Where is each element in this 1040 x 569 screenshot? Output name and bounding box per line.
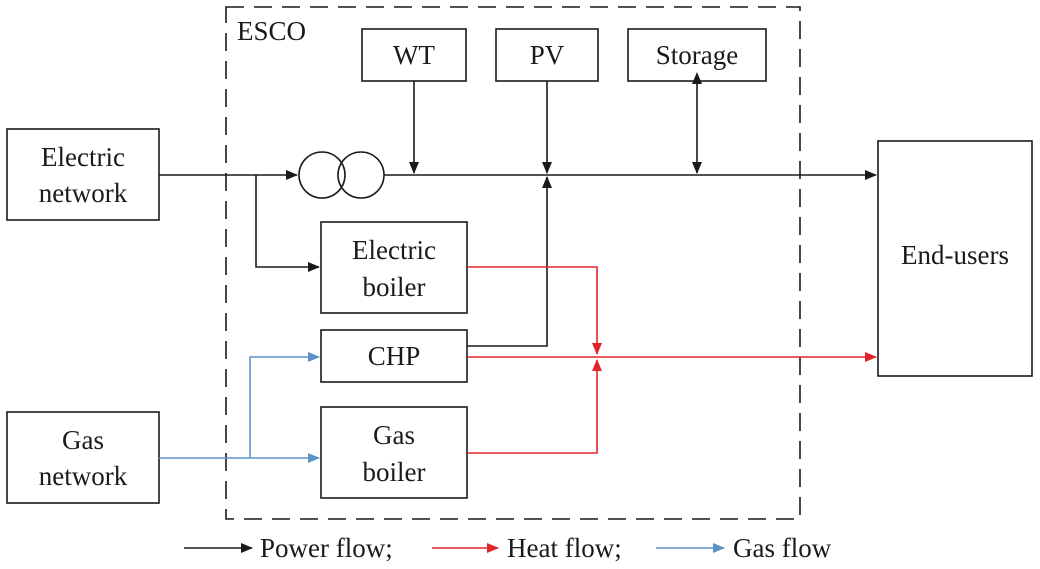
power-to-electric-boiler [255,175,320,272]
heat-electric-boiler [467,266,602,355]
esco-label: ESCO [237,16,306,46]
gas-network-label-line2: network [39,461,128,491]
legend-power-label: Power flow; [260,533,393,563]
gas-network-label-line1: Gas [62,425,104,455]
pv-node: PV [495,28,599,82]
wt-label: WT [393,40,435,70]
power-chp-to-bus [467,176,552,347]
electric-network-label-line2: network [39,178,128,208]
esco-boundary [225,6,801,520]
pv-label: PV [530,40,565,70]
electric-boiler-label-line2: boiler [363,272,426,302]
gas-boiler-label-line1: Gas [373,420,415,450]
legend-heat-label: Heat flow; [507,533,622,563]
legend: Power flow; Heat flow; Gas flow [184,533,832,563]
electric-boiler-label-line1: Electric [352,235,436,265]
chp-label: CHP [368,341,421,371]
heat-gas-boiler [467,359,602,454]
storage-node: Storage [627,28,767,82]
electric-network-label-line1: Electric [41,142,125,172]
storage-label: Storage [656,40,738,70]
electric-boiler-node: Electric boiler [320,221,468,314]
gas-boiler-label-line2: boiler [363,457,426,487]
transformer-icon [298,151,385,199]
end-users-label: End-users [901,240,1009,270]
gas-to-chp [249,352,320,458]
electric-network-node: Electric network [6,128,160,221]
chp-node: CHP [320,329,468,383]
legend-gas-label: Gas flow [733,533,832,563]
end-users-node: End-users [877,140,1033,377]
wt-node: WT [361,28,467,82]
gas-network-node: Gas network [6,411,160,504]
gas-boiler-node: Gas boiler [320,406,468,499]
